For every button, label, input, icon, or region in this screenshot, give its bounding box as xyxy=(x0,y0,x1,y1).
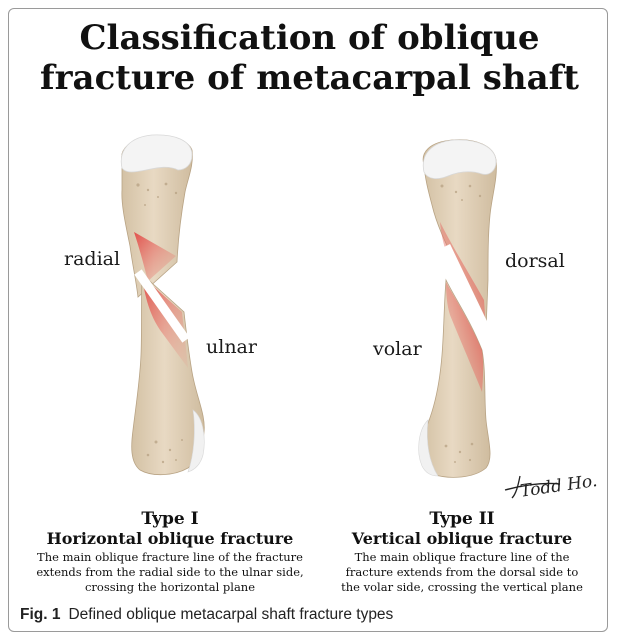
type-ii-description-line-1: The main oblique fracture line of the xyxy=(322,550,602,564)
type-ii-title: Vertical oblique fracture xyxy=(322,529,602,549)
type-i-description-line-3: crossing the horizontal plane xyxy=(20,580,320,594)
label-volar: volar xyxy=(373,338,422,360)
type-ii-description-line-3: the volar side, crossing the vertical pl… xyxy=(322,580,602,594)
label-ulnar: ulnar xyxy=(206,336,257,358)
left-bone-top-cartilage xyxy=(121,135,192,172)
label-dorsal: dorsal xyxy=(505,250,565,272)
svg-text:Todd Ho.: Todd Ho. xyxy=(519,471,599,502)
type-i-description-line-1: The main oblique fracture line of the fr… xyxy=(20,550,320,564)
right-bone xyxy=(419,140,497,478)
figure-caption-text: Defined oblique metacarpal shaft fractur… xyxy=(68,606,393,623)
right-bone-top-cartilage xyxy=(423,140,496,179)
label-radial: radial xyxy=(64,248,120,270)
artist-signature: Todd Ho. xyxy=(505,471,599,502)
type-i-name: Type I xyxy=(20,509,320,529)
type-i-description-line-2: extends from the radial side to the ulna… xyxy=(20,565,320,579)
figure-caption: Fig. 1 Defined oblique metacarpal shaft f… xyxy=(20,606,393,624)
type-i-title: Horizontal oblique fracture xyxy=(20,529,320,549)
type-ii-description-line-2: fracture extends from the dorsal side to xyxy=(322,565,602,579)
type-i-block: Type I Horizontal oblique fracture The m… xyxy=(20,509,320,594)
figure-caption-label: Fig. 1 xyxy=(20,606,60,623)
type-ii-name: Type II xyxy=(322,509,602,529)
type-ii-block: Type II Vertical oblique fracture The ma… xyxy=(322,509,602,594)
left-bone xyxy=(121,135,204,475)
